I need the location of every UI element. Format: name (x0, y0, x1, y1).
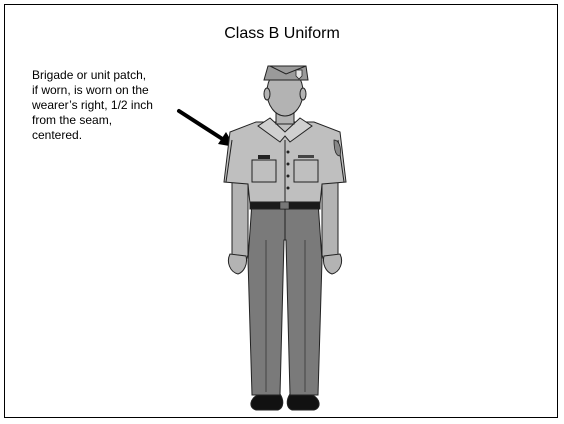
garrison-cap (264, 66, 308, 80)
belt (250, 202, 320, 209)
hands (228, 254, 341, 274)
shoes (251, 394, 319, 410)
ribbon-bar (298, 155, 314, 158)
pointer-arrow-icon (179, 111, 235, 147)
name-tag (258, 155, 270, 159)
trousers (248, 202, 322, 395)
